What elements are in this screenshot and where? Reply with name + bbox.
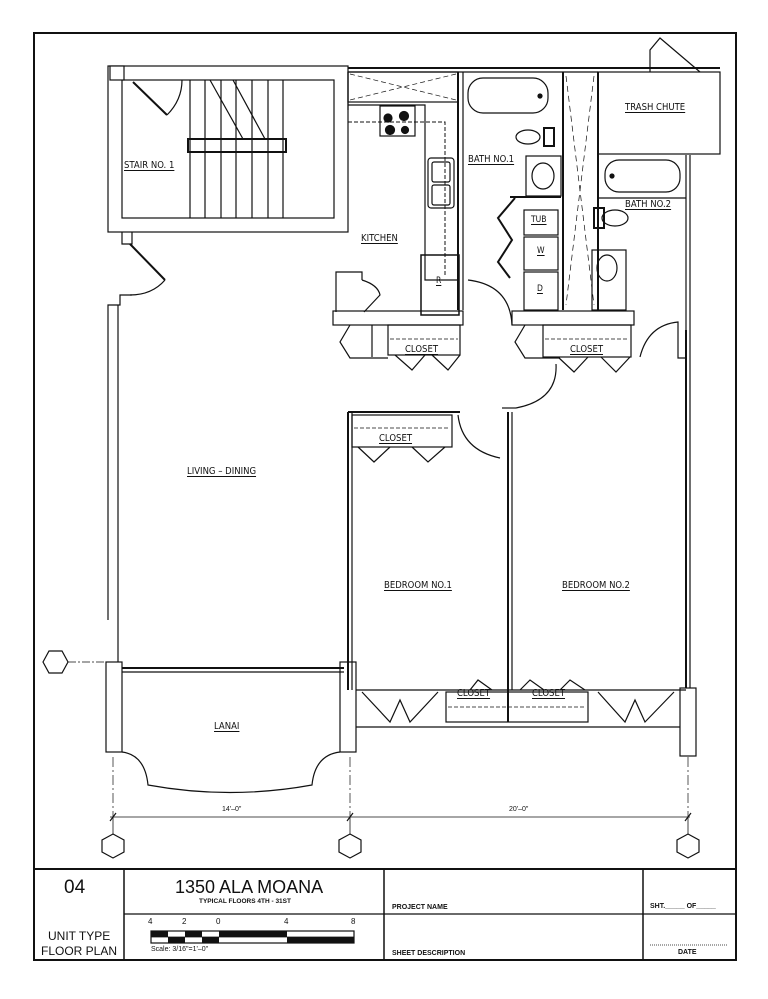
room-label-closet-bottom-1: CLOSET (457, 688, 491, 699)
room-label-bedroom-1: BEDROOM NO.1 (384, 580, 452, 591)
room-label-lanai: LANAI (214, 721, 240, 732)
room-label-kitchen: KITCHEN (361, 233, 398, 244)
room-label-living-dining: LIVING – DINING (187, 466, 257, 477)
room-label-bedroom-2: BEDROOM NO.2 (562, 580, 630, 591)
sheet-of-label: SHT._____ OF_____ (650, 903, 716, 910)
unit-type-line-1: UNIT TYPE (48, 929, 111, 943)
room-label-trash-chute: TRASH CHUTE (625, 102, 686, 113)
scale-tick-4-right: 4 (284, 917, 289, 926)
floors-subtitle: TYPICAL FLOORS 4TH - 31ST (199, 898, 291, 905)
room-label-bath-2: BATH NO.2 (625, 199, 672, 210)
date-label: DATE (678, 949, 697, 956)
scale-tick-0: 0 (216, 917, 221, 926)
room-label-closet-bedroom1: CLOSET (379, 433, 413, 444)
scale-tick-4-left: 4 (148, 917, 153, 926)
room-label-bath-1: BATH NO.1 (468, 154, 515, 165)
appliance-label-refrigerator: R (436, 276, 442, 286)
room-label-stair: STAIR NO. 1 (124, 160, 175, 171)
scale-text: Scale: 3/16"=1'–0" (151, 946, 209, 953)
appliance-label-washer: W (537, 246, 545, 256)
room-label-closet-kitchen: CLOSET (405, 344, 439, 355)
scale-tick-8: 8 (351, 917, 356, 926)
appliance-label-dryer: D (537, 284, 543, 294)
room-label-closet-bottom-2: CLOSET (532, 688, 566, 699)
dimension-right: 20'–0" (509, 806, 529, 813)
project-name-label: PROJECT NAME (392, 904, 448, 911)
appliance-label-tub: TUB (531, 215, 547, 225)
unit-number: 04 (64, 877, 86, 898)
scale-tick-2: 2 (182, 917, 187, 926)
unit-type-line-2: FLOOR PLAN (41, 944, 118, 958)
dimension-left: 14'–0" (222, 806, 242, 813)
sheet-description-label: SHEET DESCRIPTION (392, 950, 466, 957)
building-name: 1350 ALA MOANA (175, 877, 324, 897)
room-label-closet-bath2: CLOSET (570, 344, 604, 355)
